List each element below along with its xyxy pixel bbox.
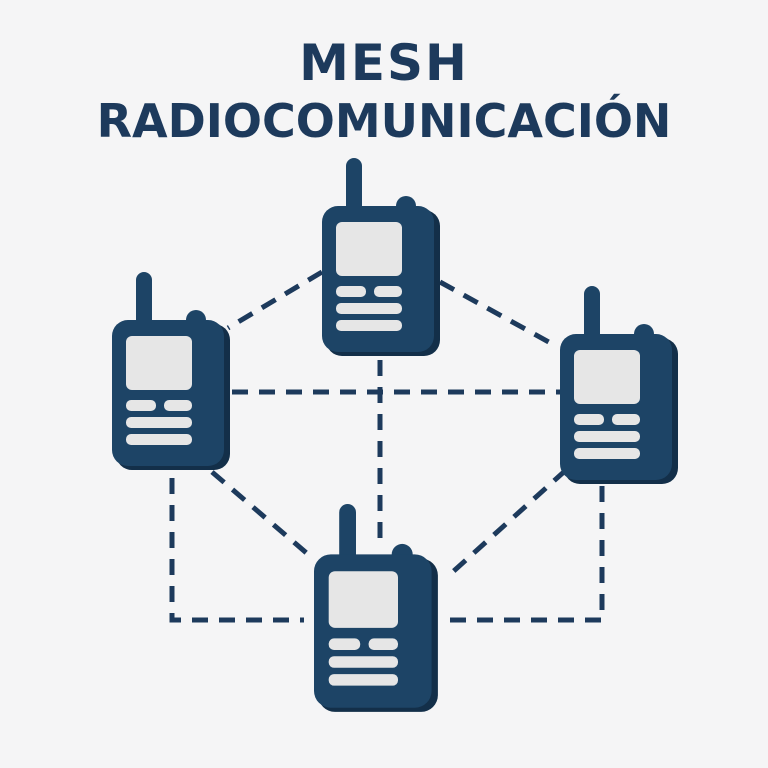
walkie-talkie-icon [314,504,438,712]
walkie-talkie-icon [112,272,230,470]
title-line-2: RADIOCOMUNICACIÓN [96,94,672,148]
link-left-corner [169,478,304,623]
walkie-talkie-icon [322,158,440,356]
link-right-bottom [444,468,568,580]
mesh-links [169,269,605,623]
title-line-1: MESH [299,34,469,92]
link-left-bottom [210,470,312,558]
link-top-right [438,279,558,349]
walkie-talkie-icon [560,286,678,484]
link-top-left [226,269,324,331]
